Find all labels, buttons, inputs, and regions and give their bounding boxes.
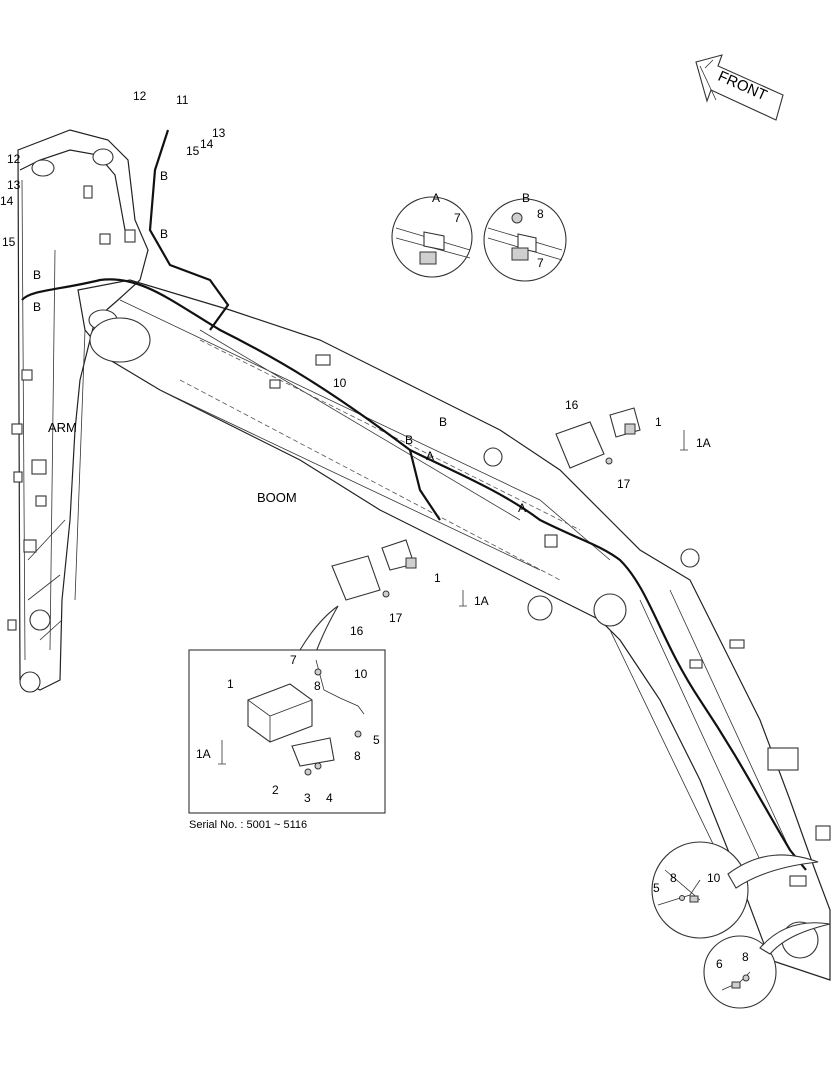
inset-detail-box: [188, 649, 386, 814]
inset-callout-10: 10: [354, 667, 368, 681]
callout-12-left: 12: [7, 152, 21, 166]
callout-14-top: 14: [200, 137, 214, 151]
inset-callout-3: 3: [304, 791, 311, 805]
marker-a-2: A: [518, 501, 526, 515]
bubble-b-part-7: 7: [537, 256, 544, 270]
inset-callout-4: 4: [326, 791, 333, 805]
callout-16-upper: 16: [565, 398, 579, 412]
callout-17-lower: 17: [389, 611, 403, 625]
callout-10-detail: 10: [707, 871, 721, 885]
pointer-wedge-1: [727, 854, 819, 889]
callout-1a-upper: 1A: [696, 436, 711, 450]
bubble-a-part: 7: [454, 211, 461, 225]
marker-b-2: B: [160, 227, 168, 241]
wire-harness-10: [21, 129, 807, 871]
bubble-b-letter: B: [522, 191, 530, 205]
callout-15-left: 15: [2, 235, 16, 249]
detail-bubble-A: [391, 196, 473, 278]
marker-b-4: B: [33, 300, 41, 314]
inset-callout-8-b: 8: [354, 749, 361, 763]
inset-callout-2: 2: [272, 783, 279, 797]
lamp-assembly-upper: [555, 407, 688, 469]
callout-11: 11: [176, 93, 189, 107]
callout-8-detail-2: 8: [742, 950, 749, 964]
serial-label: Serial No. : 5001 ~ 5116: [189, 819, 307, 831]
pointer-wedge-2: [759, 922, 831, 955]
callout-8-detail: 8: [670, 871, 677, 885]
inset-callout-5: 5: [373, 733, 380, 747]
marker-b-3: B: [33, 268, 41, 282]
inset-callout-8-a: 8: [314, 679, 321, 693]
callout-12-top: 12: [133, 89, 147, 103]
inset-callout-1a: 1A: [196, 747, 211, 761]
marker-a-1: A: [426, 449, 434, 463]
callout-1a-lower: 1A: [474, 594, 489, 608]
arm-label: ARM: [48, 420, 77, 435]
inset-callout-1: 1: [227, 677, 234, 691]
callout-1-lower: 1: [434, 571, 441, 585]
callout-17-upper: 17: [617, 477, 631, 491]
bubble-a-letter: A: [432, 191, 440, 205]
marker-b-5: B: [439, 415, 447, 429]
boom-label: BOOM: [257, 490, 297, 505]
callout-16-lower: 16: [350, 624, 364, 638]
callout-5-detail: 5: [653, 881, 660, 895]
callout-13-left: 13: [7, 178, 21, 192]
lamp-assembly-lower: [331, 539, 467, 607]
marker-b-1: B: [160, 169, 168, 183]
callout-6-detail: 6: [716, 957, 723, 971]
front-direction-arrow: FRONT: [695, 54, 784, 121]
pointer-wedge-inset: [299, 605, 339, 653]
callout-15-top: 15: [186, 144, 200, 158]
callout-1-upper: 1: [655, 415, 662, 429]
bubble-b-part-8: 8: [537, 207, 544, 221]
marker-b-6: B: [405, 433, 413, 447]
inset-callout-7: 7: [290, 653, 297, 667]
detail-circle-lower-2: [703, 935, 777, 1009]
detail-bubble-B: [483, 198, 567, 282]
detail-circle-lower-1: [651, 841, 749, 939]
arm-structure: [7, 129, 149, 693]
callout-13-top: 13: [212, 126, 226, 140]
callout-14-left: 14: [0, 194, 14, 208]
callout-10: 10: [333, 376, 347, 390]
